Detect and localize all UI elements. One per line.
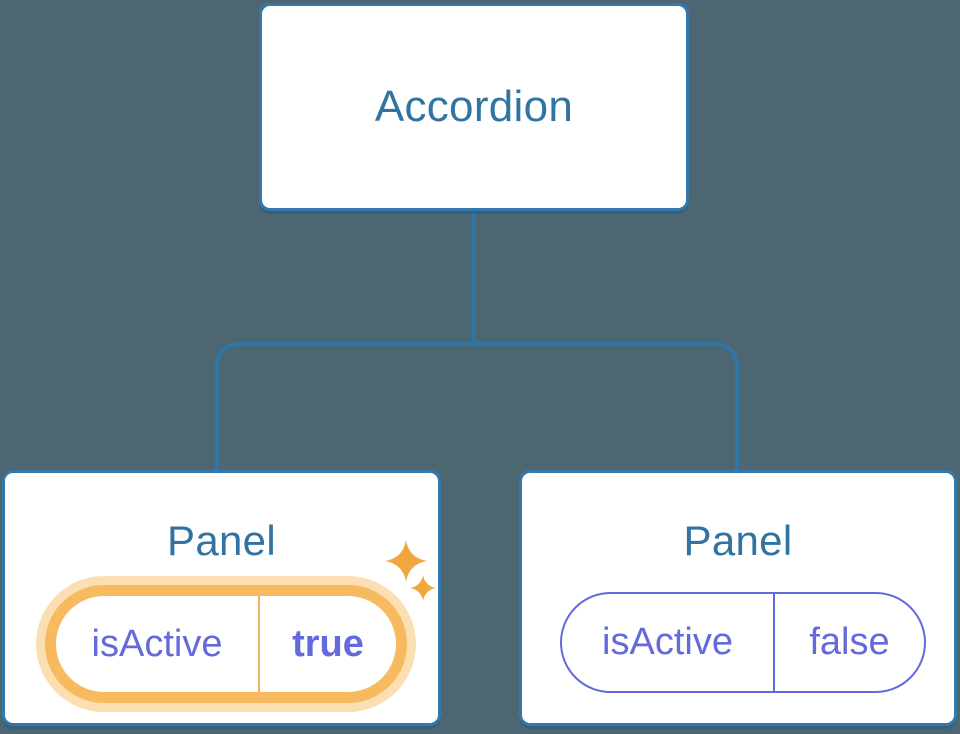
state-pill-inactive: isActive false [560,592,926,693]
state-pill-active: isActive true [45,585,407,703]
panel-node-active: Panel isActive true [2,470,441,726]
sparkles-icon [385,540,436,601]
sparkle-large-icon [385,540,427,582]
state-prop-value: false [809,621,890,663]
state-prop-name: isActive [91,622,223,665]
state-prop-name: isActive [602,621,733,663]
state-prop-value: true [292,622,364,665]
panel-node-label: Panel [167,517,276,564]
accordion-node: Accordion [259,3,689,211]
accordion-node-label: Accordion [374,82,574,131]
panel-node-label: Panel [683,517,793,564]
panel-node-inactive: Panel isActive false [519,470,957,726]
pill-divider [773,594,775,691]
pill-divider [258,596,260,692]
sparkle-small-icon [410,575,436,601]
connector-branches [215,342,739,470]
